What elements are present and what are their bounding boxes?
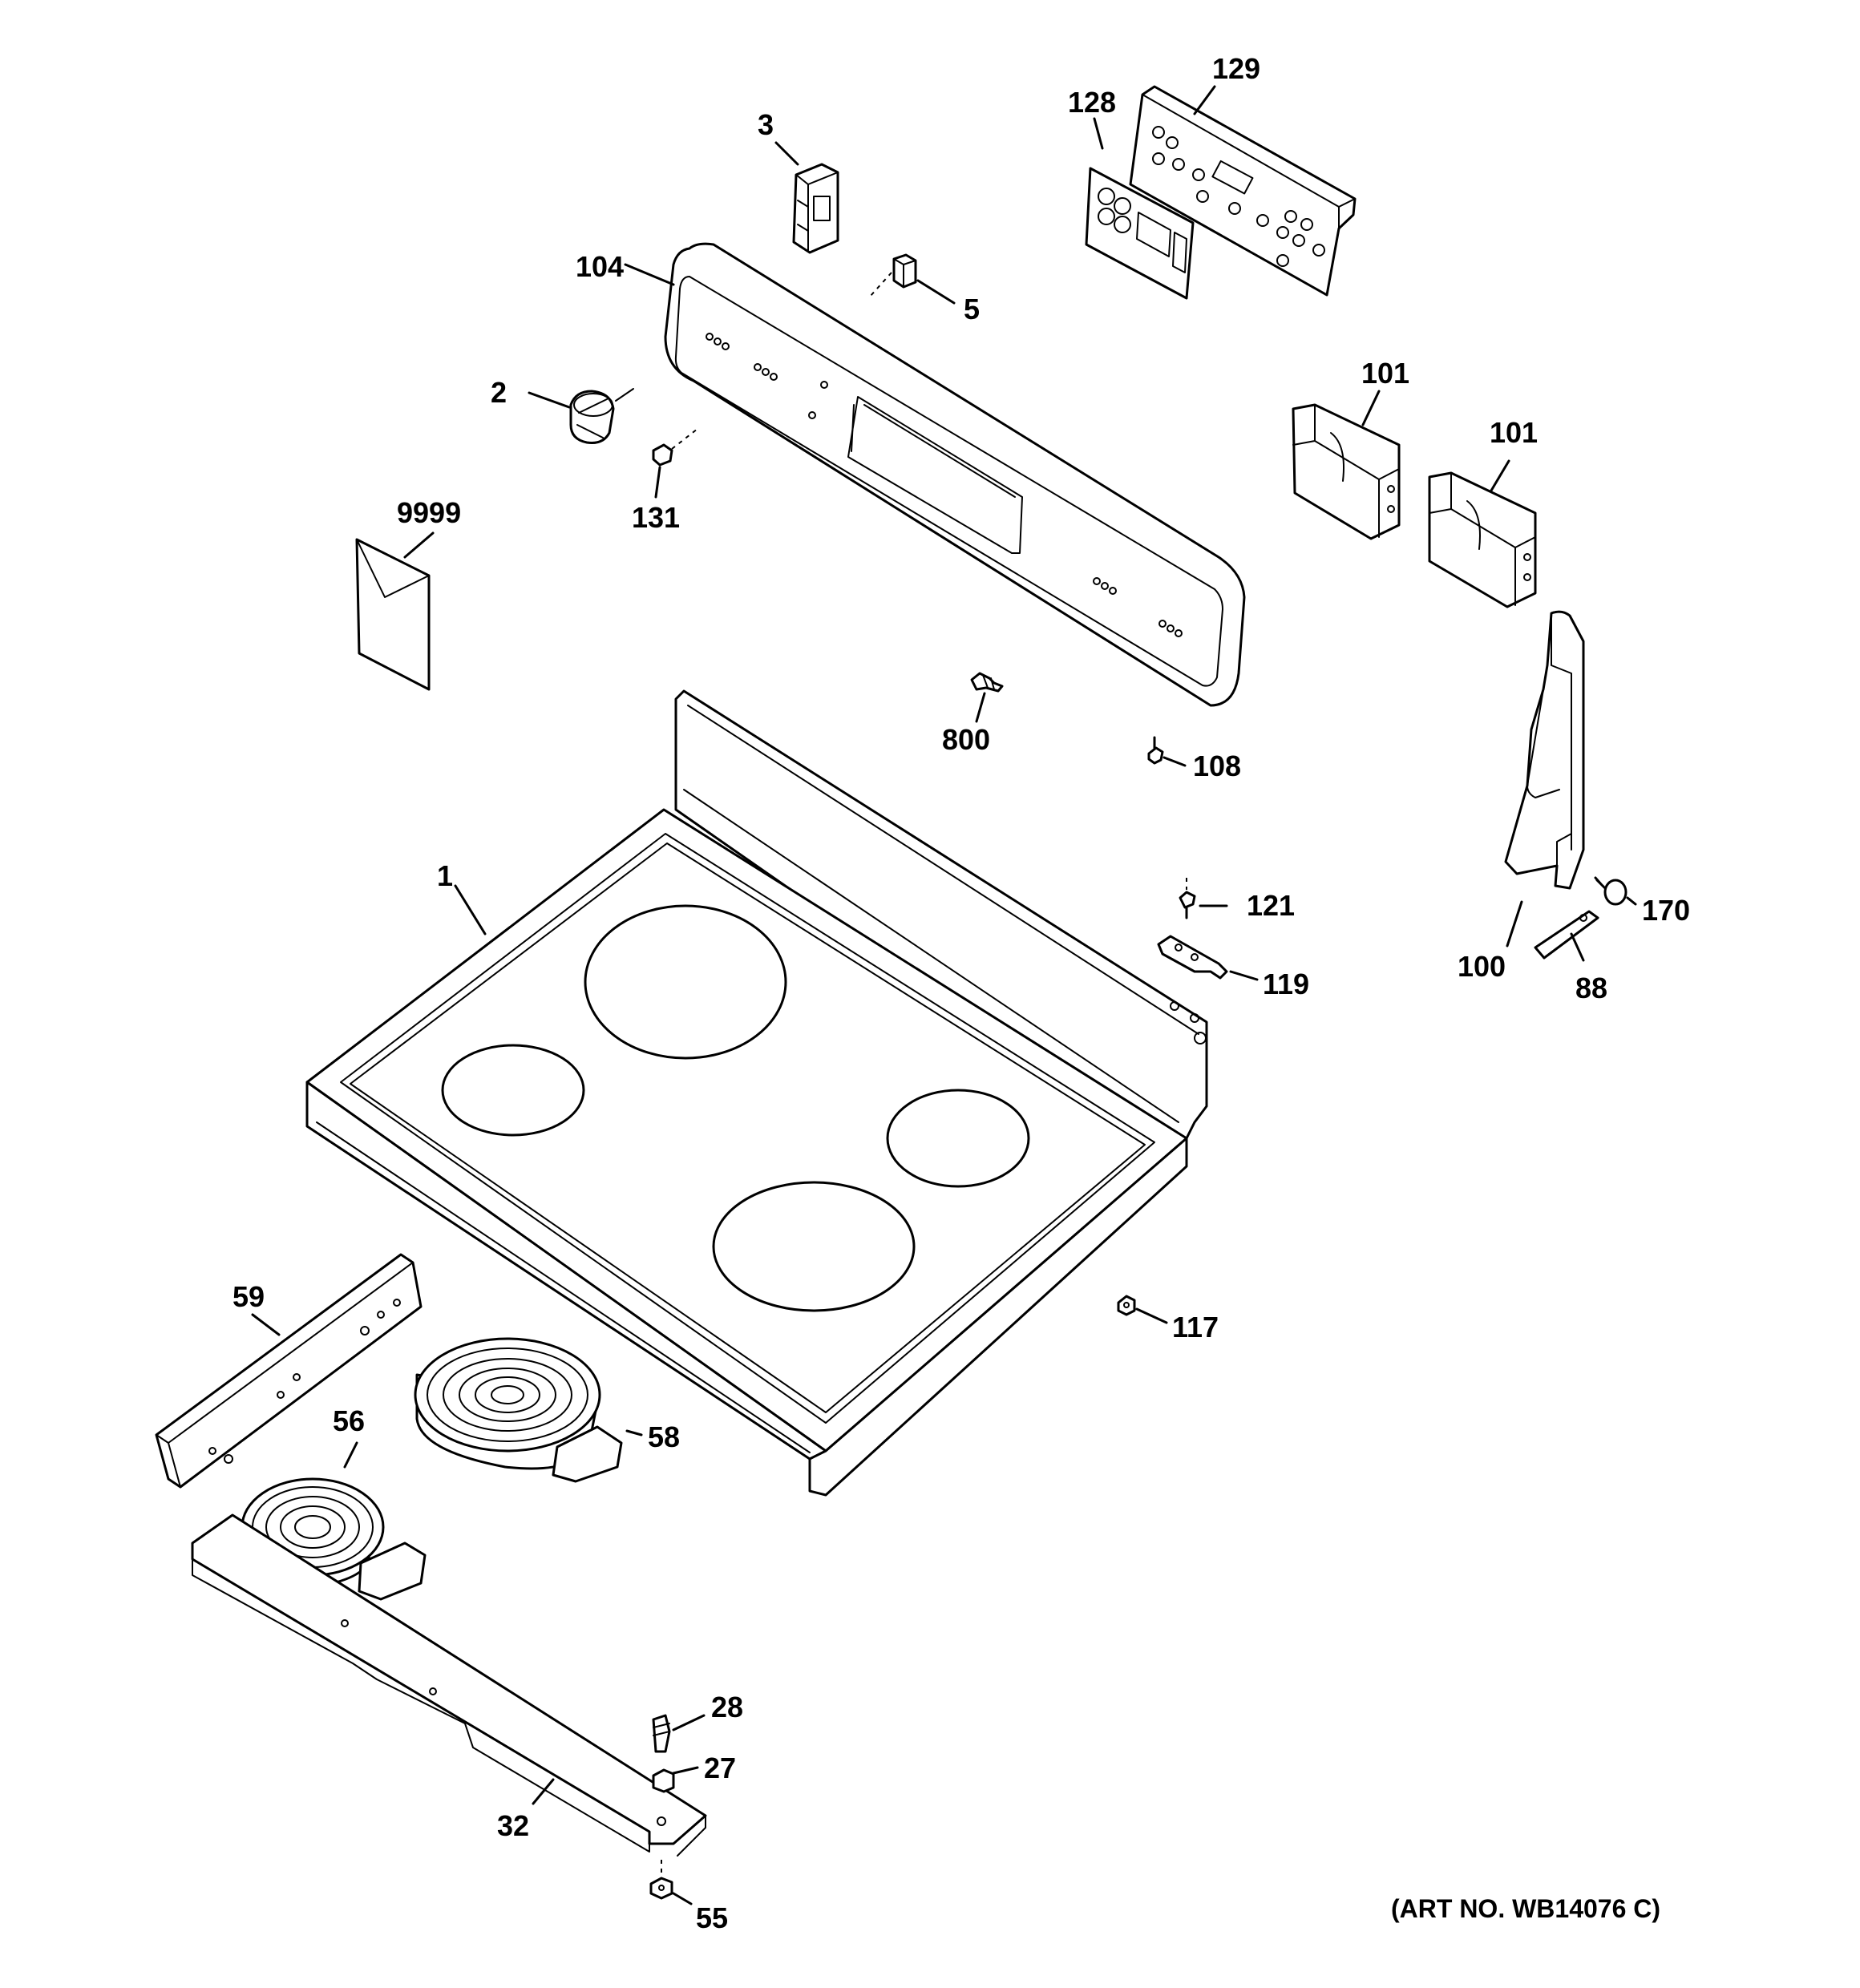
part-9999-envelope (355, 538, 431, 691)
cooktop-burner-front-left (441, 1044, 585, 1137)
part-5-switch (869, 253, 917, 297)
callout-55: 55 (696, 1901, 728, 1934)
part-170-screw (1594, 876, 1628, 906)
callout-108: 108 (1193, 750, 1241, 782)
part-101-bracket-left (1292, 403, 1401, 540)
part-88-clip (1534, 910, 1599, 960)
part-59-rail (155, 1253, 423, 1489)
part-108-screw (1147, 736, 1164, 765)
part-121-screw (1179, 878, 1196, 919)
callout-59: 59 (232, 1280, 265, 1313)
part-32-element-bracket (191, 1513, 707, 1857)
part-131-screw (652, 428, 698, 467)
part-119-bracket (1157, 935, 1228, 980)
callout-5: 5 (964, 293, 980, 325)
part-28-stud (652, 1714, 671, 1753)
part-117-nut (1117, 1295, 1136, 1316)
callout-32: 32 (497, 1809, 529, 1842)
art-number: (ART NO. WB14076 C) (1391, 1894, 1660, 1923)
callout-2: 2 (491, 376, 507, 409)
cooktop-burner-rear-right (886, 1089, 1030, 1188)
part-1-cooktop (305, 689, 1208, 1497)
part-27-nut (652, 1768, 675, 1793)
callout-128: 128 (1068, 86, 1116, 119)
part-104-control-panel (664, 242, 1246, 707)
callout-117: 117 (1172, 1311, 1219, 1344)
callout-1: 1 (437, 859, 453, 892)
callout-100: 100 (1458, 950, 1506, 983)
callout-170: 170 (1642, 894, 1690, 927)
callout-104: 104 (576, 250, 624, 283)
callout-28: 28 (711, 1691, 743, 1723)
callout-88: 88 (1575, 972, 1607, 1004)
callout-131: 131 (632, 501, 680, 534)
callout-101-right: 101 (1490, 416, 1538, 449)
callout-56: 56 (333, 1404, 365, 1437)
part-58-radiant-element (414, 1337, 623, 1483)
part-101-bracket-right (1428, 471, 1537, 608)
callout-129: 129 (1212, 52, 1260, 85)
callout-101-left: 101 (1361, 357, 1409, 390)
callout-9999: 9999 (397, 496, 461, 529)
leader-lines (251, 85, 1637, 1905)
callout-121: 121 (1247, 889, 1295, 922)
part-55-nut (649, 1860, 673, 1900)
callout-800: 800 (942, 723, 990, 756)
callout-27: 27 (704, 1752, 736, 1784)
cooktop-burner-front-right (712, 1181, 916, 1312)
part-100-end-cap (1504, 610, 1585, 890)
callout-labels: 1 2 3 5 27 28 32 55 56 58 59 88 100 101 … (232, 52, 1690, 1934)
part-128-overlay (1085, 167, 1195, 300)
cooktop-burner-rear-left (584, 904, 787, 1060)
part-129-control-board (1129, 85, 1357, 297)
callout-3: 3 (758, 108, 774, 141)
part-800-screw (970, 672, 1004, 693)
callout-119: 119 (1263, 968, 1309, 1000)
part-3-switch (792, 163, 839, 254)
part-2-knob (569, 388, 634, 444)
callout-58: 58 (648, 1420, 680, 1453)
